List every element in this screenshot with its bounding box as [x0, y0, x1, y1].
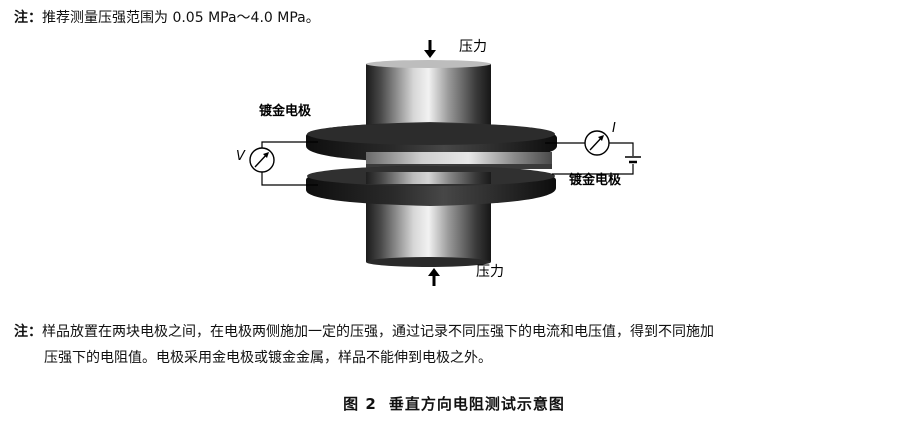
bottom-note-line1: 样品放置在两块电极之间，在电极两侧施加一定的压强，通过记录不同压强下的电流和电压…: [42, 324, 714, 340]
ammeter-symbol: I: [612, 121, 616, 136]
voltmeter-symbol: V: [236, 149, 246, 164]
top-note-text: 推荐测量压强范围为 0.05 MPa～4.0 MPa。: [42, 10, 320, 26]
figure-number: 图 2: [343, 395, 377, 413]
upper-cylinder-top-face: [366, 60, 491, 68]
ammeter: [584, 130, 610, 156]
bottom-note: 注：样品放置在两块电极之间，在电极两侧施加一定的压强，通过记录不同压强下的电流和…: [14, 319, 904, 371]
bottom-note-line2: 压强下的电阻值。电极采用金电极或镀金金属，样品不能伸到电极之外。: [44, 350, 492, 366]
voltmeter-circuit: [261, 141, 318, 186]
vertical-resistance-diagram: 压力 V I: [236, 39, 641, 286]
pressure-arrow-top: [424, 40, 436, 58]
top-note-label: 注：: [14, 10, 42, 26]
bottom-note-label: 注：: [14, 324, 42, 340]
electrode-label-left: 镀金电极: [259, 103, 312, 119]
ammeter-circuit: [545, 142, 634, 175]
pressure-label-bottom: 压力: [476, 264, 504, 280]
pressure-arrow-bottom: [428, 268, 440, 286]
electrode-label-right: 镀金电极: [569, 172, 622, 188]
figure-title: 垂直方向电阻测试示意图: [388, 395, 565, 413]
battery-icon: [625, 156, 641, 164]
top-note: 注：推荐测量压强范围为 0.05 MPa～4.0 MPa。: [14, 7, 320, 27]
lower-cylinder-bottom-face: [366, 257, 491, 267]
pressure-label-top: 压力: [459, 39, 487, 55]
lower-electrode-disk: [306, 165, 556, 206]
voltmeter: [249, 147, 275, 173]
figure-caption: 图 2 垂直方向电阻测试示意图: [0, 393, 908, 414]
